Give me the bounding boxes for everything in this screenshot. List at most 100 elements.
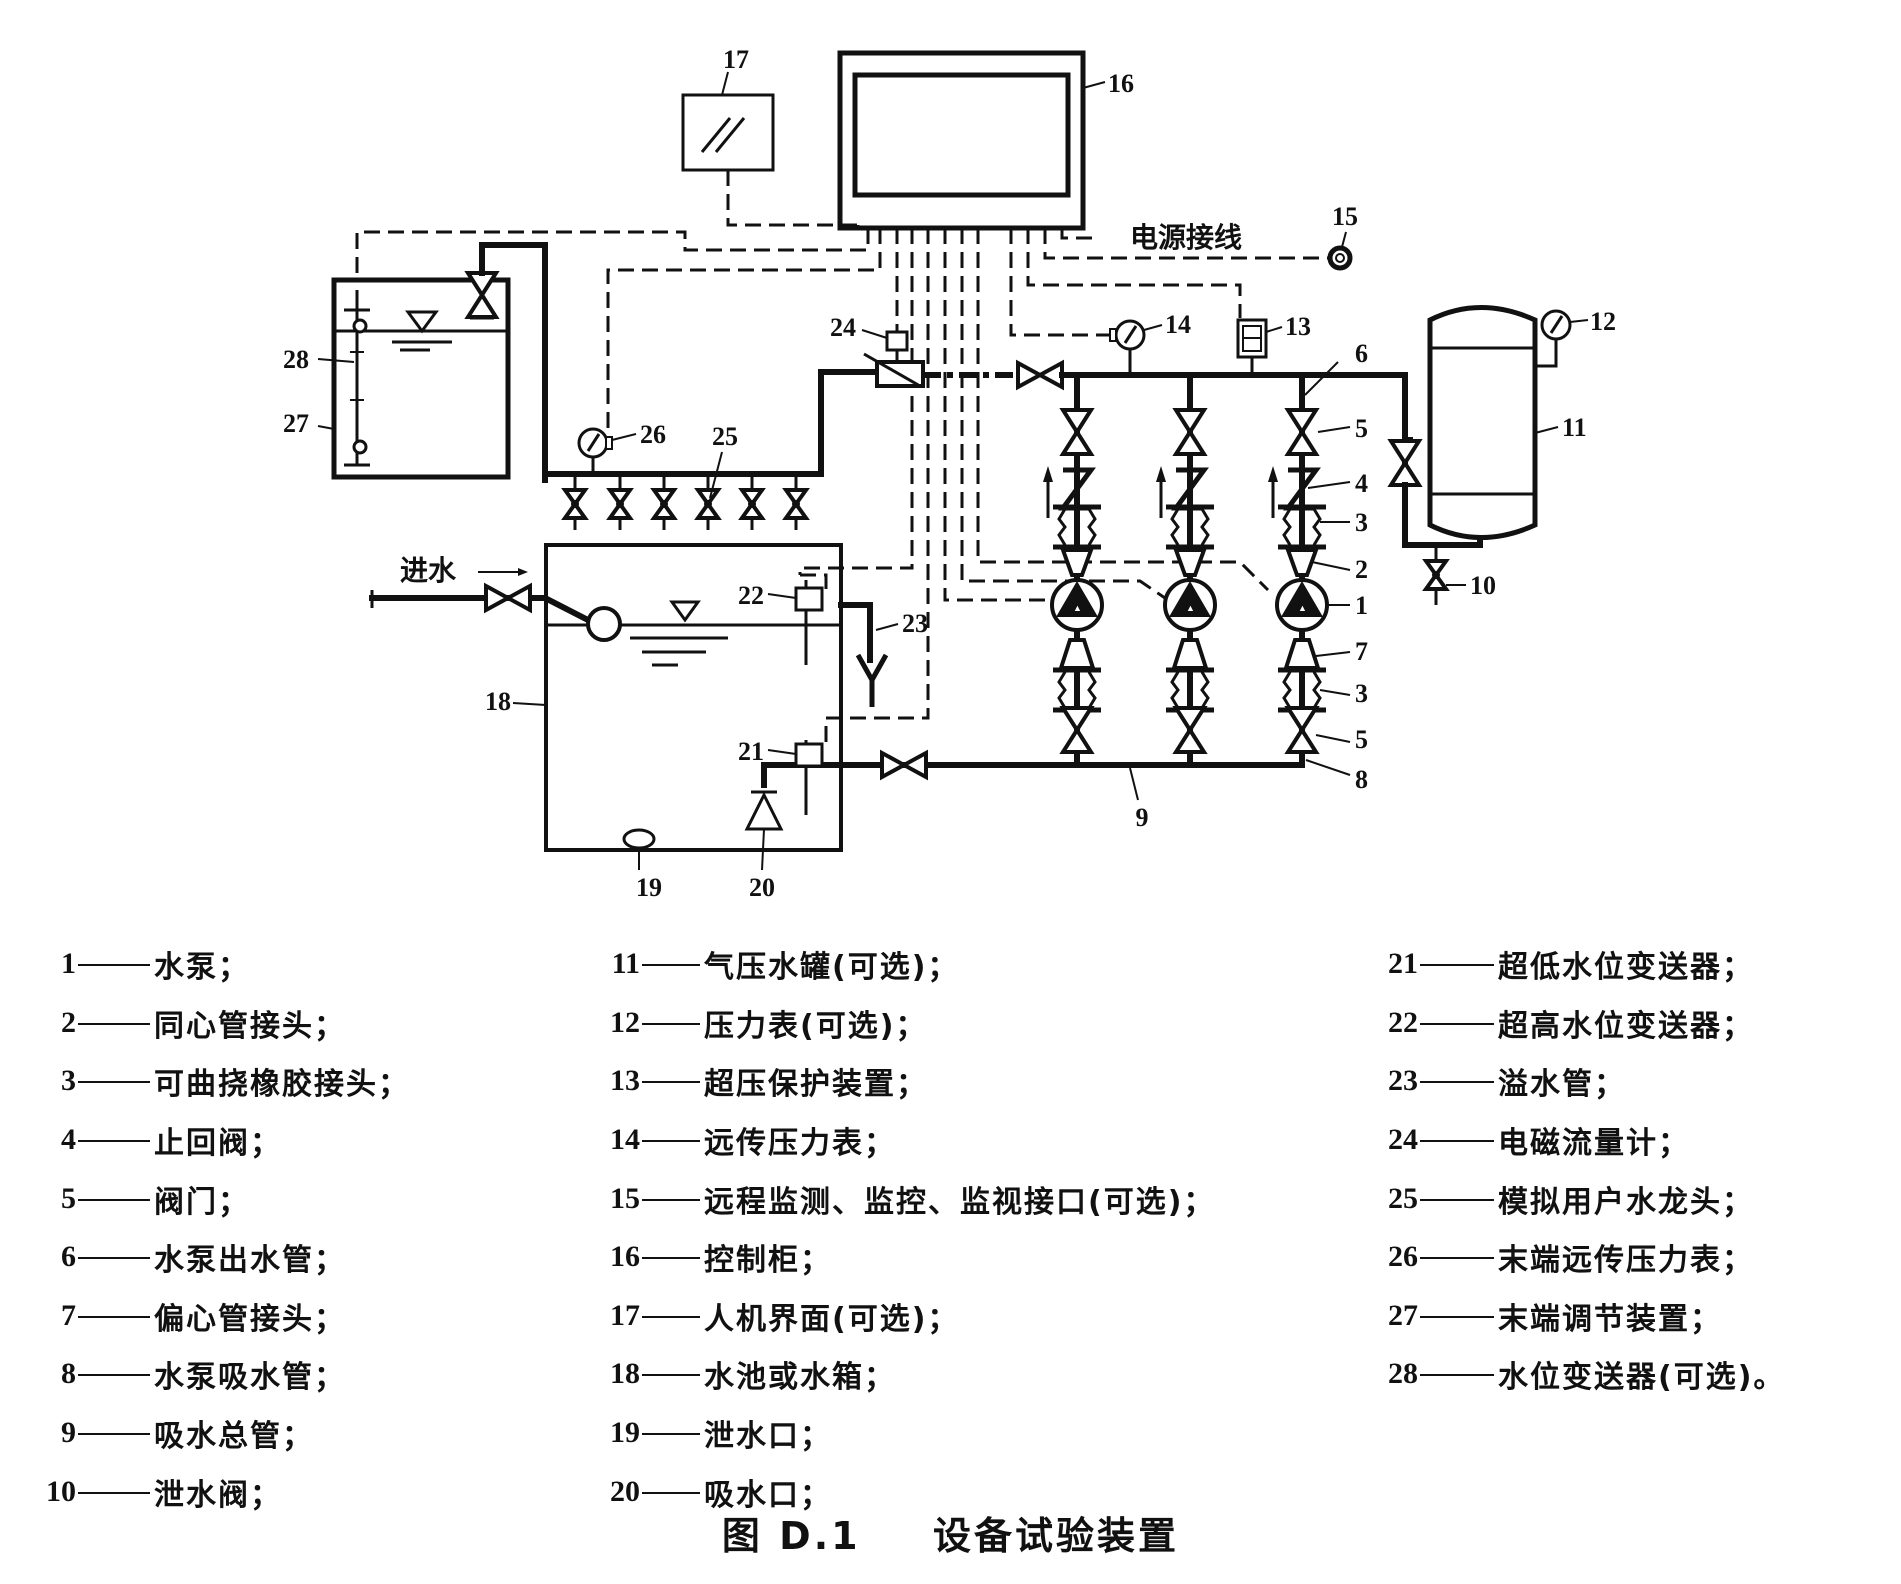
callout-5: 5 <box>1355 725 1368 754</box>
pump-outlet-header <box>1059 372 1408 523</box>
control-cabinet: 16 <box>837 50 1134 231</box>
legend-dash <box>78 1315 150 1318</box>
legend-item: 26 末端远传压力表； <box>1378 1228 1785 1287</box>
legend-item-text: 吸水总管； <box>154 1419 314 1455</box>
callout-27: 27 <box>283 409 309 438</box>
callout-3: 3 <box>1355 508 1368 537</box>
callout-6: 6 <box>1355 339 1368 368</box>
float-ball-icon <box>586 606 622 642</box>
legend-item-number: 14 <box>610 1123 640 1157</box>
legend-item-number: 12 <box>610 1005 640 1039</box>
legend-dash <box>642 1315 700 1318</box>
legend-item-text: 模拟用户水龙头； <box>1498 1184 1754 1220</box>
legend-dash <box>78 1022 150 1025</box>
legend-item-number: 24 <box>1388 1123 1418 1157</box>
callout-26: 26 <box>640 420 666 449</box>
legend-dash <box>1420 1022 1494 1025</box>
overpressure-protection-device: 13 <box>1236 312 1311 375</box>
callout-17: 17 <box>723 45 749 74</box>
figure-title: 设备试验装置 <box>933 1514 1180 1558</box>
legend-item-text: 水泵出水管； <box>154 1243 346 1279</box>
legend-dash <box>642 1140 700 1143</box>
legend-dash <box>642 1257 700 1260</box>
figure-number: 图 D.1 <box>721 1514 861 1558</box>
legend-item-number: 7 <box>61 1298 76 1332</box>
legend-item-number: 27 <box>1388 1298 1418 1332</box>
legend-dash <box>642 1081 700 1084</box>
legend-item-number: 4 <box>61 1123 76 1157</box>
legend-item-number: 2 <box>61 1005 76 1039</box>
callout-23: 23 <box>902 609 928 638</box>
faucet-3 <box>652 474 676 530</box>
water-tank: 18 进水 22 21 23 20 19 <box>369 543 928 900</box>
legend-item-text: 末端远传压力表； <box>1498 1243 1754 1279</box>
remote-interface-port: 15 <box>1327 202 1358 271</box>
legend-item-text: 同心管接头； <box>154 1008 346 1044</box>
legend-item-text: 偏心管接头； <box>154 1301 346 1337</box>
legend-dash <box>78 1081 150 1084</box>
legend-dash <box>1420 1198 1494 1201</box>
legend-dash <box>78 1374 150 1377</box>
legend-item-number: 28 <box>1388 1357 1418 1391</box>
legend-dash <box>78 1198 150 1201</box>
legend-item-text: 水泵； <box>154 950 250 986</box>
legend-item-text: 水泵吸水管； <box>154 1360 346 1396</box>
callout-10: 10 <box>1470 571 1496 600</box>
legend-dash <box>642 1491 700 1494</box>
legend-item-number: 21 <box>1388 947 1418 981</box>
callout-8: 8 <box>1355 765 1368 794</box>
legend-item-number: 3 <box>61 1064 76 1098</box>
water-inlet-label: 进水 <box>400 554 457 587</box>
hmi-panel: 17 <box>681 45 775 172</box>
legend-dash <box>78 1433 150 1436</box>
legend-item-number: 13 <box>610 1064 640 1098</box>
pump-icon <box>1275 578 1329 632</box>
callout-21: 21 <box>738 737 764 766</box>
callout-22: 22 <box>738 581 764 610</box>
legend-item-text: 远程监测、监控、监视接口(可选)； <box>704 1184 1216 1220</box>
legend-item-number: 17 <box>610 1298 640 1332</box>
callout-15: 15 <box>1332 202 1358 231</box>
callout-12: 12 <box>1590 307 1616 336</box>
faucet-5 <box>740 474 764 530</box>
legend-dash <box>642 1433 700 1436</box>
callout-28: 28 <box>283 345 309 374</box>
legend-dash <box>642 1022 700 1025</box>
callout-5: 5 <box>1355 414 1368 443</box>
equipment-test-setup-diagram: ▲ 17 16 <box>283 45 1616 900</box>
legend-dash <box>1420 1315 1494 1318</box>
callout-7: 7 <box>1355 637 1368 666</box>
figure-caption: 图 D.1 设备试验装置 <box>0 1505 1901 1560</box>
legend-item-text: 气压水罐(可选)； <box>704 950 960 986</box>
legend-item-text: 超压保护装置； <box>704 1067 928 1103</box>
electromagnetic-flowmeter: 24 <box>830 313 925 388</box>
legend-dash <box>1420 1374 1494 1377</box>
user-supply-manifold: 25 26 <box>542 369 883 530</box>
legend-item-number: 26 <box>1388 1240 1418 1274</box>
legend-item-text: 吸水口； <box>704 1477 832 1513</box>
legend-item-number: 9 <box>61 1416 76 1450</box>
legend-item-text: 泄水阀； <box>154 1477 282 1513</box>
signal-wiring: 电源接线 <box>355 170 1335 745</box>
legend-item-number: 19 <box>610 1416 640 1450</box>
end-pressure-gauge-icon <box>577 427 609 459</box>
legend-dash <box>78 1140 150 1143</box>
callout-1: 1 <box>1355 591 1368 620</box>
callout-20: 20 <box>749 873 775 900</box>
legend-item-text: 控制柜； <box>704 1243 832 1279</box>
